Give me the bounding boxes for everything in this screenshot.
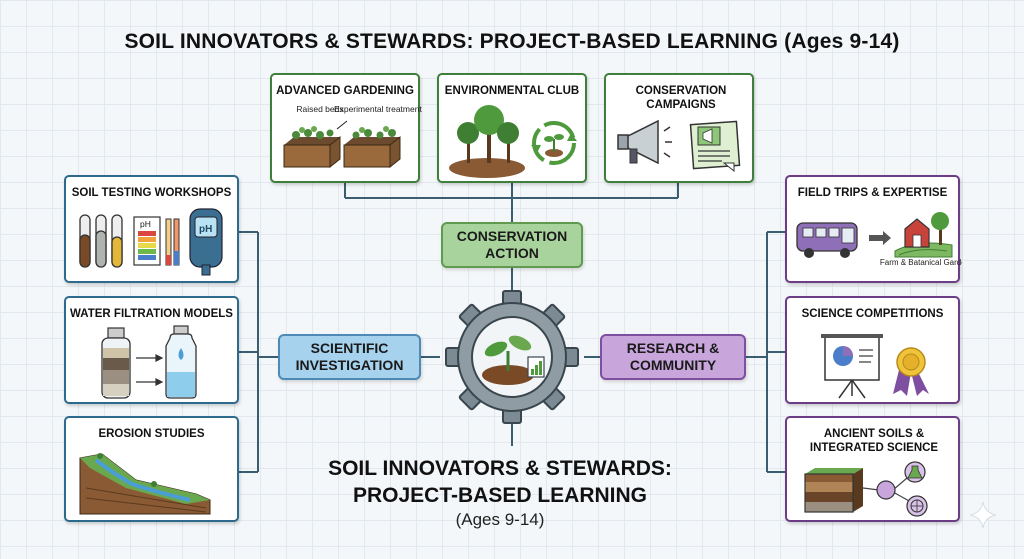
card-science-competitions: SCIENCE COMPETITIONS — [785, 296, 960, 404]
center-subtitle: (Ages 9-14) — [455, 510, 545, 529]
card-label: FIELD TRIPS & EXPERTISE — [797, 187, 948, 199]
eroded-hillside-icon — [79, 453, 211, 515]
svg-text:Raised beds: Raised beds — [296, 104, 343, 114]
hub-conservation-action: CONSERVATION ACTION — [441, 222, 583, 268]
card-soil-testing-workshops: SOIL TESTING WORKSHOPS pH pH — [64, 175, 239, 283]
card-water-filtration-models: WATER FILTRATION MODELS — [64, 296, 239, 404]
card-environmental-club: ENVIRONMENTAL CLUB — [437, 73, 587, 183]
card-label: ADVANCED GARDENING — [276, 85, 414, 97]
card-erosion-studies: EROSION STUDIES — [64, 416, 239, 522]
card-advanced-gardening: ADVANCED GARDENING Raised beds Experimen… — [270, 73, 422, 183]
bus-farm-icon: Farm & Batanical Garden — [796, 212, 962, 267]
svg-text:pH: pH — [199, 224, 212, 235]
card-label: SOIL TESTING WORKSHOPS — [71, 187, 232, 199]
diagram-title: SOIL INNOVATORS & STEWARDS: PROJECT-BASE… — [124, 30, 900, 53]
test-tubes-ph-meter-icon: pH pH — [79, 208, 223, 276]
center-title: SOIL INNOVATORS & STEWARDS: PROJECT-BASE… — [328, 457, 672, 507]
card-label: SCIENCE COMPETITIONS — [801, 308, 944, 320]
card-ancient-soils: ANCIENT SOILS & INTEGRATED SCIENCE — [785, 416, 960, 522]
megaphone-poster-icon — [617, 119, 741, 173]
svg-text:pH: pH — [140, 219, 151, 229]
card-conservation-campaigns: CONSERVATION CAMPAIGNS — [604, 73, 754, 183]
card-label: EROSION STUDIES — [98, 428, 205, 440]
central-gear-icon — [445, 290, 579, 424]
card-field-trips-expertise: FIELD TRIPS & EXPERTISE Farm & Batanical… — [785, 175, 962, 283]
presentation-medal-icon — [821, 334, 929, 399]
water-filter-bottles-icon — [101, 325, 197, 399]
hub-scientific-investigation: SCIENTIFIC INVESTIGATION — [278, 334, 421, 380]
card-label: WATER FILTRATION MODELS — [70, 308, 233, 320]
garden-beds-icon: Raised beds Experimental treatments — [283, 104, 422, 169]
sparkle-icon — [969, 501, 997, 529]
card-label: CONSERVATION CAMPAIGNS — [635, 85, 727, 111]
trees-recycle-icon — [449, 105, 577, 178]
card-label: ENVIRONMENTAL CLUB — [444, 85, 580, 97]
svg-text:Farm & Batanical Garden: Farm & Batanical Garden — [880, 258, 962, 267]
hub-research-community: RESEARCH & COMMUNITY — [600, 334, 746, 380]
soil-layers-science-icon — [804, 461, 928, 517]
svg-text:Experimental treatments: Experimental treatments — [334, 104, 422, 114]
card-label: ANCIENT SOILS & INTEGRATED SCIENCE — [809, 428, 939, 454]
